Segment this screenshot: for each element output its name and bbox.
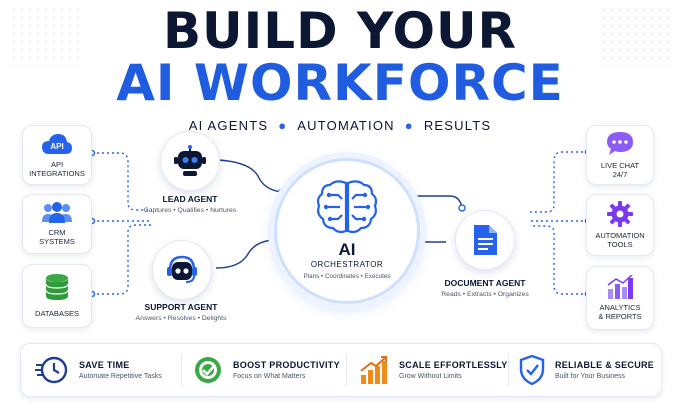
crm-label-1: CRM — [48, 227, 66, 237]
chat-icon — [606, 131, 634, 157]
bar-chart-icon — [607, 274, 633, 299]
support-agent-title: SUPPORT AGENT — [144, 302, 218, 312]
growth-chart-icon — [360, 356, 387, 384]
divider — [346, 354, 347, 386]
card-databases: DATABASES — [22, 264, 92, 328]
live-chat-label-1: LIVE CHAT — [600, 160, 640, 170]
automation-label-1: AUTOMATION — [595, 230, 645, 240]
target-check-icon — [195, 357, 221, 383]
card-analytics: ANALYTICS& REPORTS — [586, 266, 654, 330]
crm-label-2: SYSTEMS — [39, 237, 75, 246]
title-line-2: AI WORKFORCE — [116, 54, 564, 112]
users-icon — [41, 201, 73, 224]
api-integrations-label-2: INTEGRATIONS — [29, 169, 85, 178]
automation-label-2: TOOLS — [607, 240, 633, 249]
boost-productivity-subtitle: Focus on What Matters — [233, 373, 306, 380]
save-time-subtitle: Automate Repetitive Tasks — [79, 373, 162, 380]
reliable-secure-title: RELIABLE & SECURE — [555, 360, 655, 370]
feature-save-time: SAVE TIME Automate Repetitive Tasks — [35, 344, 162, 396]
orchestrator-subtitle: Plans • Coordinates • Executes — [303, 273, 391, 280]
databases-label: DATABASES — [35, 309, 79, 319]
lead-agent-title: LEAD AGENT — [162, 194, 218, 204]
boost-productivity-title: BOOST PRODUCTIVITY — [233, 360, 340, 370]
robot-icon — [174, 145, 206, 176]
save-time-title: SAVE TIME — [79, 360, 130, 370]
dot-pattern-top-left — [10, 6, 80, 66]
subtitle-results: RESULTS — [423, 118, 492, 133]
database-icon — [45, 273, 69, 301]
subtitle-automation: AUTOMATION — [297, 118, 395, 133]
subtitle: AI AGENTS●AUTOMATION●RESULTS — [188, 118, 492, 133]
analytics-label-2: & REPORTS — [598, 312, 642, 321]
analytics-label-1: ANALYTICS — [599, 302, 641, 312]
orchestrator-ai-label: AI — [338, 240, 356, 259]
ai-orchestrator: AI ORCHESTRATOR Plans • Coordinates • Ex… — [274, 158, 420, 304]
scale-effortlessly-subtitle: Grow Without Limits — [399, 373, 462, 380]
feature-boost-productivity: BOOST PRODUCTIVITY Focus on What Matters — [193, 344, 340, 396]
support-agent-subtitle: Answers • Resolves • Delights — [135, 315, 227, 322]
live-chat-label-2: 24/7 — [612, 170, 628, 179]
feature-reliable-secure: RELIABLE & SECURE Built for Your Busines… — [519, 344, 654, 396]
title-line-1: BUILD YOUR — [162, 2, 518, 60]
feature-scale-effortlessly: SCALE EFFORTLESSLY Grow Without Limits — [359, 344, 508, 396]
dot-pattern-top-right — [600, 6, 670, 66]
feature-bar: SAVE TIME Automate Repetitive Tasks BOOS… — [20, 343, 662, 397]
document-icon — [474, 225, 497, 255]
brain-circuit-icon — [316, 180, 378, 234]
shield-check-icon — [519, 355, 545, 385]
divider — [508, 354, 509, 386]
lead-agent-circle — [160, 131, 220, 191]
orchestrator-title: ORCHESTRATOR — [310, 260, 384, 269]
document-agent-title: DOCUMENT AGENT — [444, 278, 526, 288]
api-badge-text: API — [50, 142, 63, 151]
document-agent-subtitle: Reads • Extracts • Organizes — [441, 291, 529, 298]
reliable-secure-subtitle: Built for Your Business — [555, 373, 626, 380]
document-agent-circle — [455, 210, 515, 270]
cloud-api-icon: API — [41, 132, 73, 156]
scale-effortlessly-title: SCALE EFFORTLESSLY — [399, 360, 508, 370]
gear-icon — [607, 200, 633, 227]
divider — [181, 354, 182, 386]
support-agent-circle — [152, 240, 212, 300]
subtitle-ai-agents: AI AGENTS — [188, 118, 269, 133]
api-integrations-label-1: API — [50, 159, 64, 169]
headset-robot-icon — [167, 255, 197, 283]
clock-fast-icon — [35, 356, 68, 384]
lead-agent-subtitle: Captures • Qualifies • Nurtures — [143, 207, 237, 214]
